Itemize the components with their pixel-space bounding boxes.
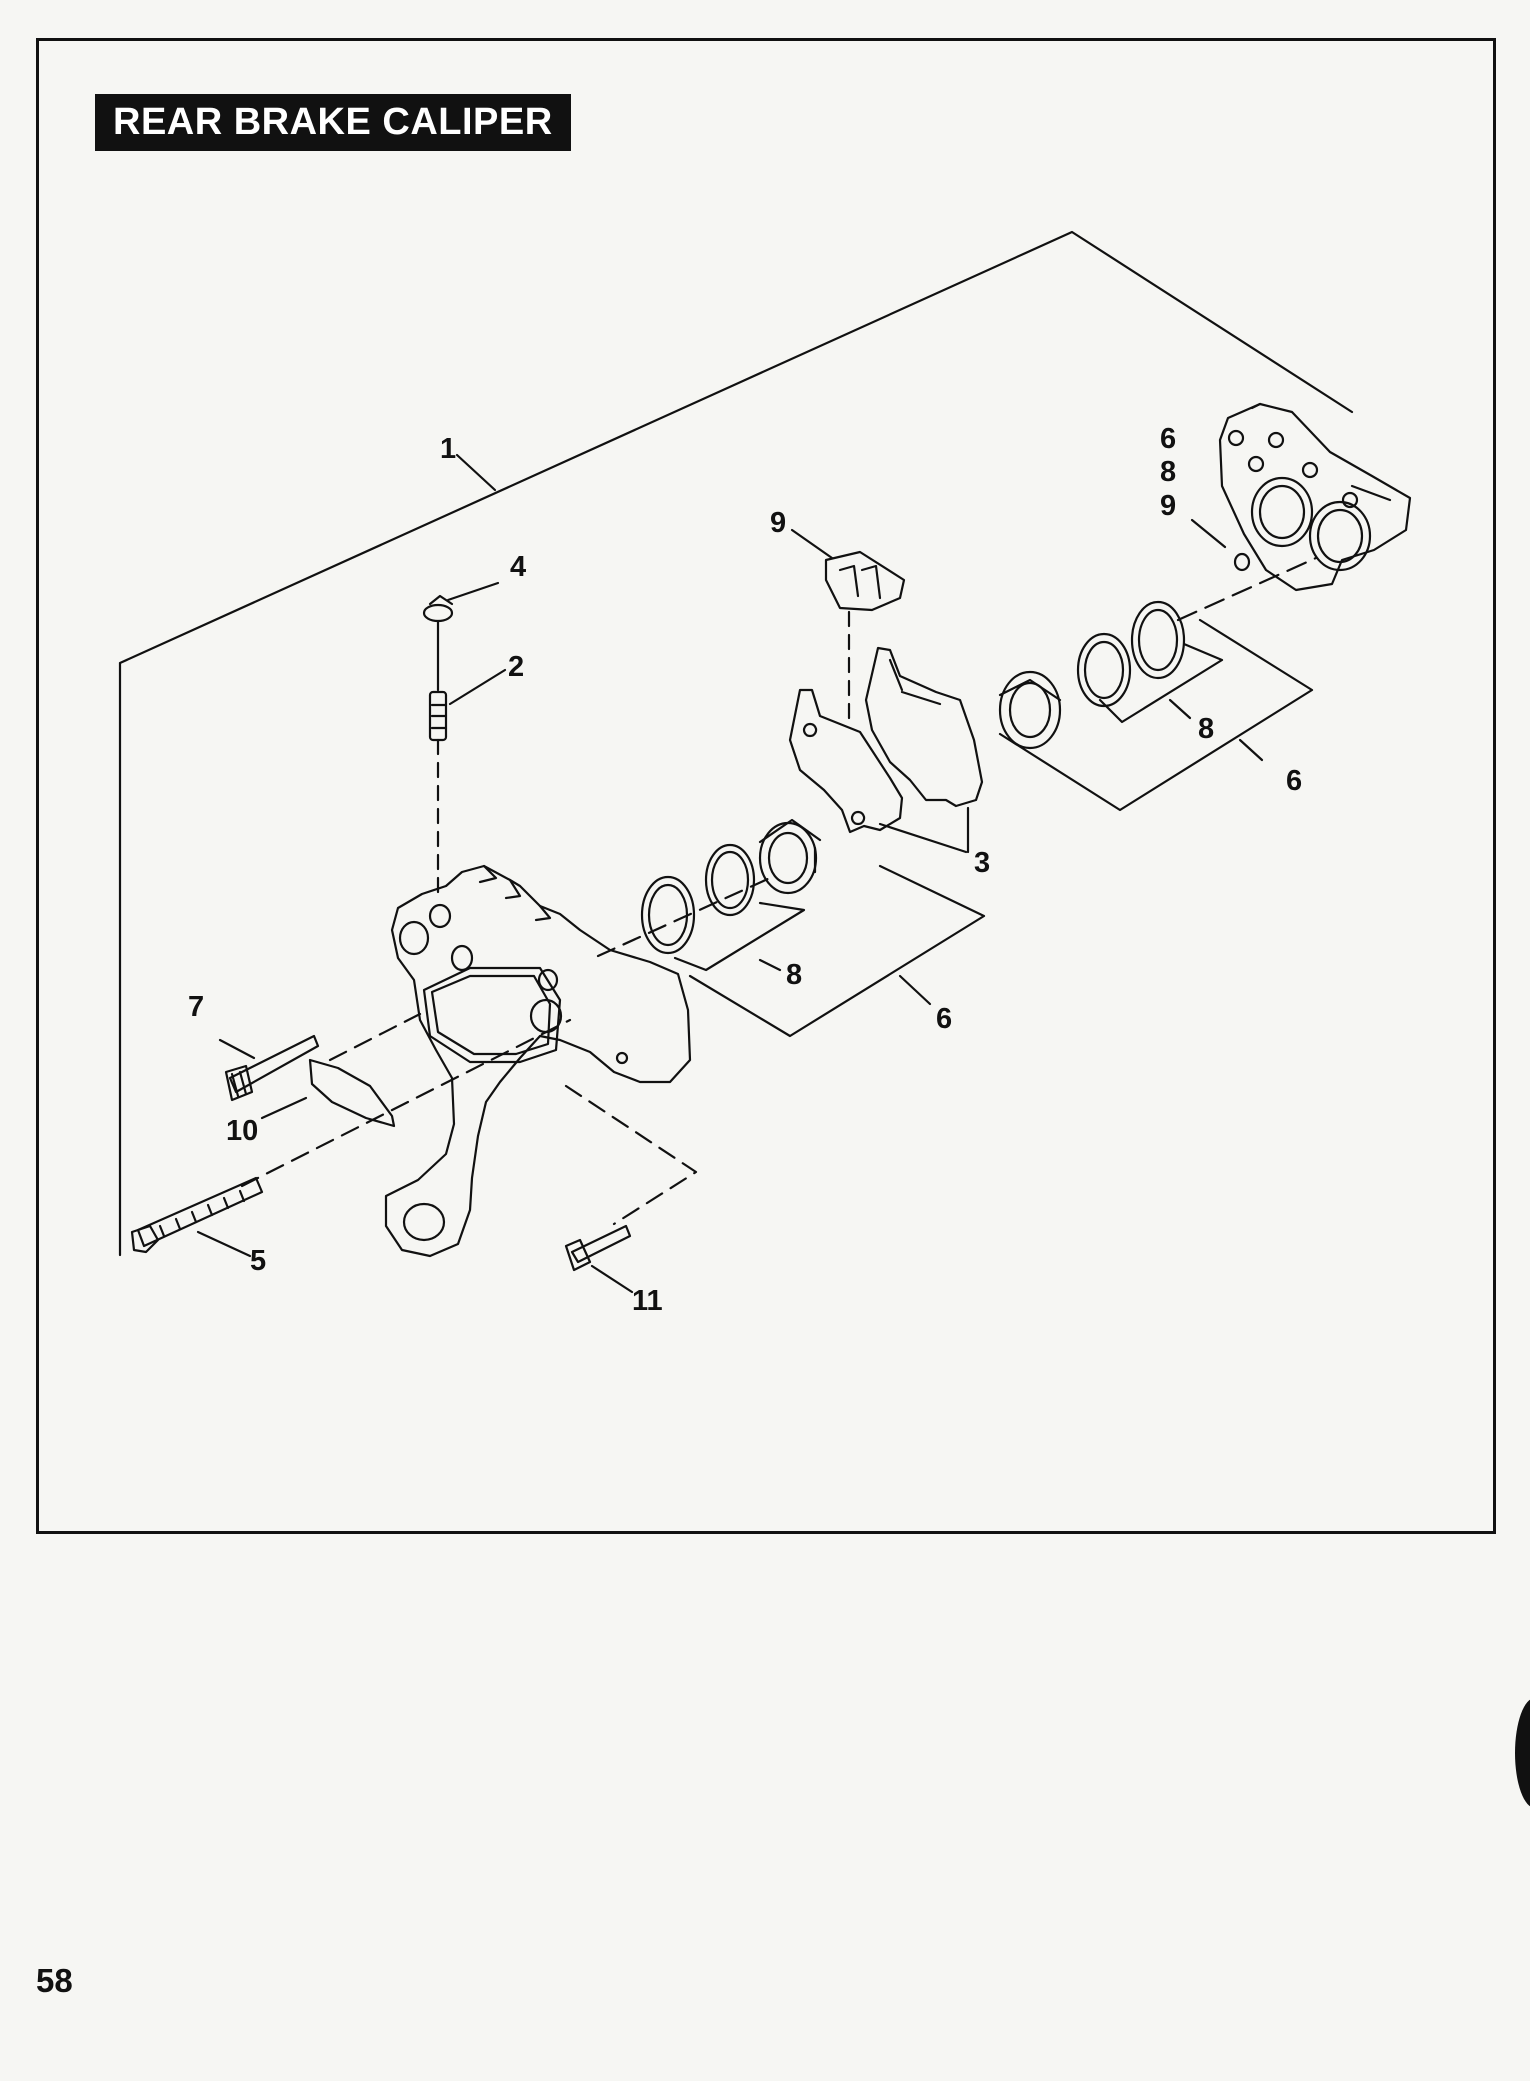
callout-6a: 6 [1160, 423, 1176, 455]
pin-axis-upper-2 [596, 876, 772, 958]
right-outer-seal-part [1076, 632, 1132, 708]
pin-axis-upper [328, 1012, 422, 1062]
right-piston-group-bracket [998, 618, 1314, 812]
leader-6a [898, 974, 932, 1006]
leader-10 [260, 1096, 308, 1120]
orings-part [1233, 552, 1251, 572]
left-piston-part [758, 818, 822, 895]
diagram-frame [36, 38, 1496, 1534]
callout-11: 11 [632, 1285, 663, 1317]
right-dust-seal-part [1130, 600, 1186, 680]
callout-8a: 8 [1160, 456, 1176, 488]
callout-7: 7 [188, 991, 204, 1023]
bleeder-valve-part [428, 690, 448, 902]
piston-bore-outline [422, 966, 562, 1064]
right-piston-part [998, 670, 1062, 750]
callout-8c: 8 [786, 959, 802, 991]
callout-1: 1 [440, 433, 456, 465]
section-title: REAR BRAKE CALIPER [95, 94, 571, 151]
leader-3 [878, 806, 970, 854]
boot-10-part [308, 1058, 396, 1128]
bleeder-cap-part [422, 594, 454, 692]
leader-9b [1190, 518, 1227, 549]
pin-7-part [224, 1034, 320, 1102]
leader-2 [448, 668, 507, 706]
leader-8a [758, 958, 782, 972]
pin-axis-11 [564, 1084, 698, 1226]
bolt-5-part [130, 1176, 264, 1254]
leader-5 [196, 1230, 252, 1258]
pad-spring-part [824, 550, 906, 722]
pin-axis-lower [240, 1018, 572, 1188]
section-tab-mark [1515, 1698, 1530, 1808]
callout-9b: 9 [1160, 490, 1176, 522]
right-assembly-axis [1176, 556, 1318, 622]
callout-3: 3 [974, 847, 990, 879]
callout-9a: 9 [770, 507, 786, 539]
leader-1 [455, 453, 497, 492]
left-piston-group-bracket [688, 864, 986, 1038]
leader-11 [590, 1264, 634, 1294]
leader-8b [1168, 698, 1192, 720]
page-number: 58 [36, 1962, 73, 1999]
left-seal-group-bracket [673, 901, 806, 972]
callout-6b: 6 [1286, 765, 1302, 797]
inner-caliper-housing-part [384, 864, 692, 1258]
pin-11-part [564, 1224, 632, 1272]
leader-9a [790, 528, 834, 560]
left-outer-seal-part [704, 843, 756, 917]
outer-caliper-housing-part [1218, 402, 1412, 592]
leader-6b [1238, 738, 1264, 762]
callout-2: 2 [508, 651, 524, 683]
leader-4 [446, 581, 500, 602]
callout-5: 5 [250, 1245, 266, 1277]
assembly-bracket-line [118, 230, 1354, 1257]
callout-4: 4 [510, 551, 526, 583]
callout-6c: 6 [936, 1003, 952, 1035]
leader-7 [218, 1038, 256, 1060]
right-seal-group-bracket [1098, 642, 1224, 724]
callout-10: 10 [226, 1115, 258, 1147]
callout-8b: 8 [1198, 713, 1214, 745]
brake-pads-part [788, 646, 984, 834]
